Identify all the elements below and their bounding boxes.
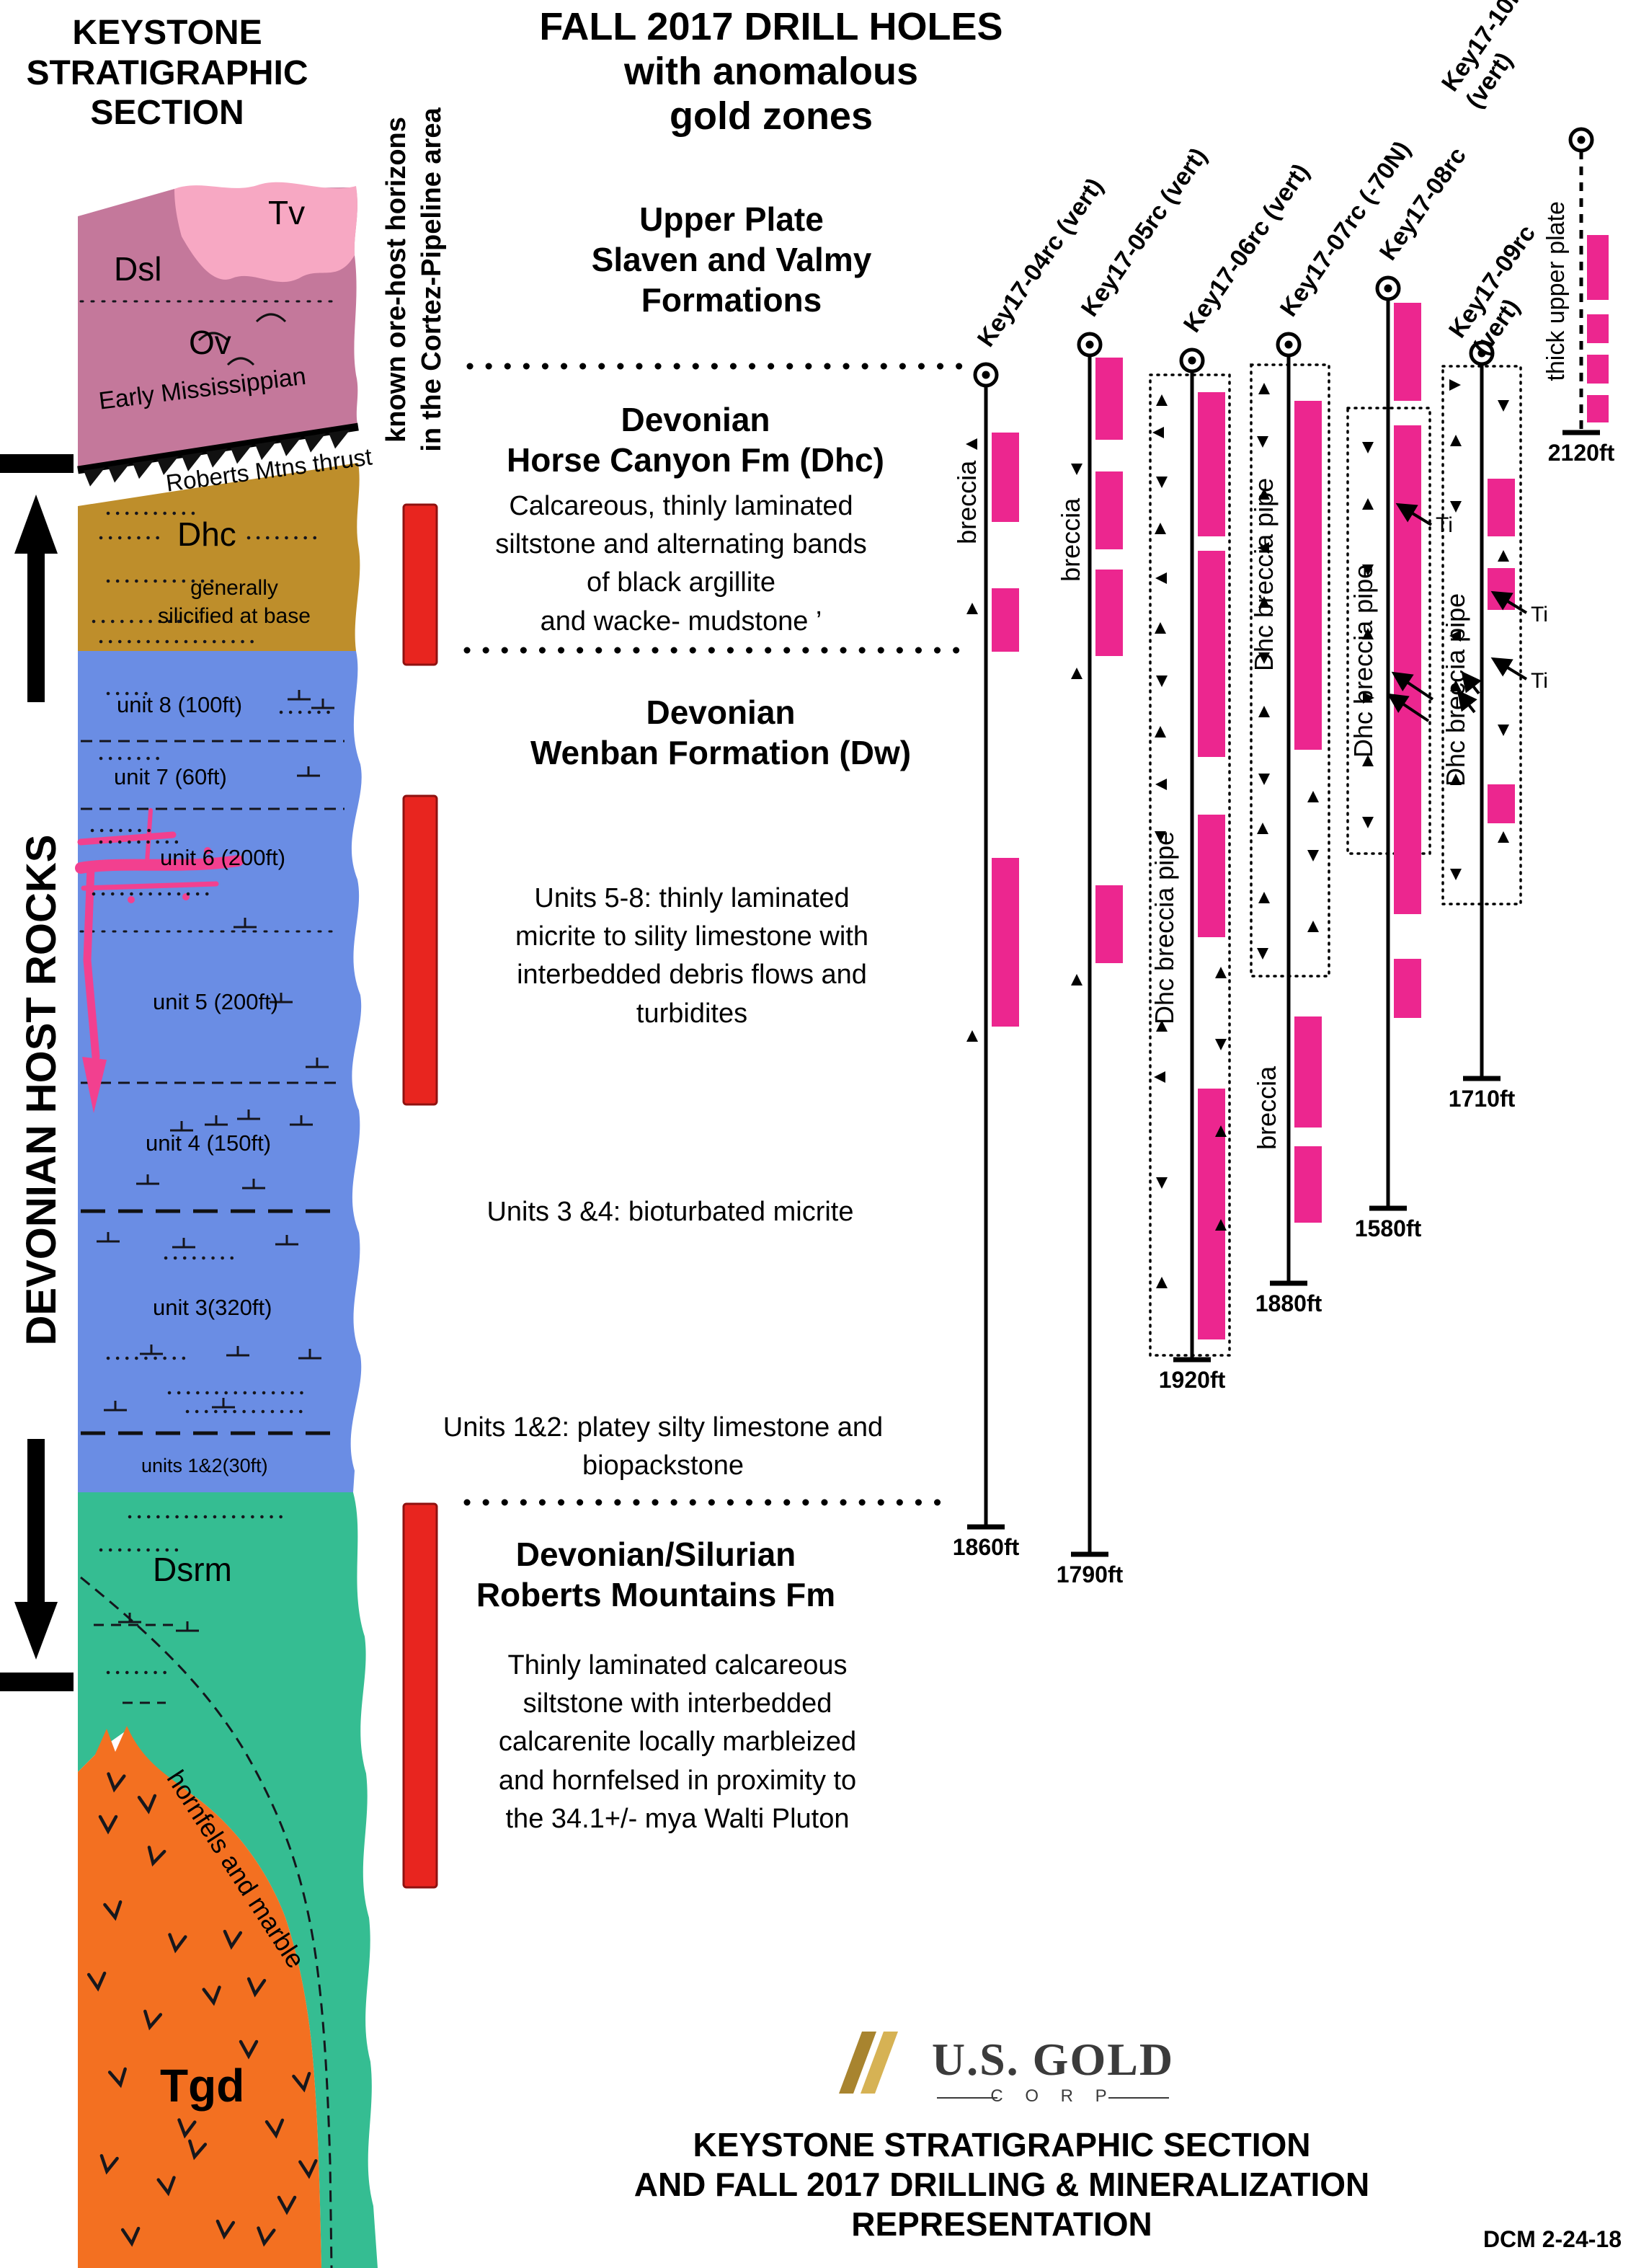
drill-annotation: breccia xyxy=(952,460,982,544)
wenban-title: Devonian Wenban Formation (Dw) xyxy=(530,694,912,772)
ti-label: Ti xyxy=(1436,513,1453,537)
unit4-label: unit 4 (150ft) xyxy=(146,1130,272,1156)
drill-hole-depth: 1580ft xyxy=(1354,1215,1422,1241)
dhc-title: Devonian Horse Canyon Fm (Dhc) xyxy=(507,401,884,479)
roberts-mountains-description: Thinly laminated calcareous siltstone wi… xyxy=(498,1650,857,1834)
footer-note: DCM 2-24-18 xyxy=(1482,2226,1622,2252)
drill-hole-label: Key17-10rc (vert) xyxy=(1436,0,1534,114)
drill-hole-label: Key17-05rc (vert) xyxy=(1075,143,1213,322)
brand-sub: C O R P xyxy=(990,2086,1116,2106)
dsrm-unit-shape xyxy=(78,1492,378,2268)
unit5-label: unit 5 (200ft) xyxy=(153,989,279,1014)
drill-hole-depth: 1920ft xyxy=(1158,1367,1226,1393)
units-3-4-description: Units 3 &4: bioturbated micrite xyxy=(486,1197,854,1227)
drill-hole-depth: 2120ft xyxy=(1547,440,1615,466)
tv-unit-shape xyxy=(174,182,357,283)
dhc-label: Dhc xyxy=(177,515,236,553)
drill-annotation: Dhc breccia pipe xyxy=(1348,564,1379,758)
drill-annotation: thick upper plate xyxy=(1542,201,1570,381)
ti-label: Ti xyxy=(1531,669,1548,693)
drill-hole-Key17-04rc (vert) xyxy=(966,362,1019,1530)
dhc-description: Calcareous, thinly laminated siltstone a… xyxy=(495,491,867,637)
units-1-2-description: Units 1&2: platey silty limestone and bi… xyxy=(443,1412,884,1481)
drill-annotation: Dhc breccia pipe xyxy=(1249,477,1279,671)
upper-plate-title: Upper Plate Slaven and Valmy Formations xyxy=(591,200,872,319)
unit7-label: unit 7 (60ft) xyxy=(114,764,227,789)
drill-hole-label: Key17-04rc (vert) xyxy=(972,173,1109,353)
brand-name: U.S. GOLD xyxy=(931,2034,1175,2085)
roberts-mountains-title: Devonian/Silurian Roberts Mountains Fm xyxy=(476,1536,836,1614)
dsl-label: Dsl xyxy=(114,250,162,288)
down-arrow xyxy=(14,1439,58,1660)
unit3-label: unit 3(320ft) xyxy=(153,1295,272,1320)
units12-label: units 1&2(30ft) xyxy=(141,1455,268,1476)
ore-host-bar xyxy=(402,794,438,1106)
silicified-label: generally silicified at base xyxy=(158,576,311,628)
igneous-intrusion xyxy=(75,808,244,1113)
drill-annotation: breccia xyxy=(1056,497,1086,582)
ov-label: Ov xyxy=(189,324,231,361)
drill-annotation: Dhc breccia pipe xyxy=(1150,830,1180,1024)
drill-hole-Key17-10rc xyxy=(1562,127,1609,435)
us-gold-logo-mark xyxy=(861,2032,898,2094)
drill-hole-Key17-07rc (-70N) xyxy=(1250,332,1330,1286)
us-gold-logo-mark xyxy=(839,2032,876,2094)
drill-hole-Key17-06rc (vert) xyxy=(1149,347,1231,1363)
devonian-extent-bar-bottom xyxy=(0,1673,74,1691)
drill-hole-depth: 1880ft xyxy=(1255,1290,1322,1316)
footer-caption: KEYSTONE STRATIGRAPHIC SECTION AND FALL … xyxy=(633,2126,1370,2243)
up-arrow xyxy=(14,495,58,702)
tgd-label: Tgd xyxy=(160,2060,245,2112)
drill-hole-Key17-08rc xyxy=(1346,275,1434,1211)
unit8-label: unit 8 (100ft) xyxy=(117,692,243,717)
main-title: FALL 2017 DRILL HOLES with anomalous gol… xyxy=(539,5,1003,138)
ov-symbols xyxy=(197,313,287,366)
ore-host-bar xyxy=(402,1502,438,1889)
drill-hole-depth: 1710ft xyxy=(1448,1086,1516,1112)
devonian-extent-bar-top xyxy=(0,454,74,473)
drill-hole-depth: 1860ft xyxy=(952,1534,1020,1560)
ore-host-bar xyxy=(402,503,438,666)
drill-annotation: Dhc breccia pipe xyxy=(1441,593,1471,787)
drill-hole-Key17-09rc (vert) xyxy=(1441,340,1528,1081)
left-title: KEYSTONE STRATIGRAPHIC SECTION xyxy=(26,14,308,133)
generated-graphics xyxy=(84,127,1609,2247)
ti-label: Ti xyxy=(1531,603,1548,626)
dhc-unit-shape xyxy=(78,463,360,651)
units-5-8-description: Units 5-8: thinly laminated micrite to s… xyxy=(515,883,868,1029)
hornfels-boundary-line xyxy=(80,1576,333,2268)
drill-hole-depth: 1790ft xyxy=(1056,1562,1124,1587)
unit6-label: unit 6 (200ft) xyxy=(160,845,286,870)
drill-hole-Key17-05rc (vert) xyxy=(1071,332,1123,1557)
dsrm-label: Dsrm xyxy=(153,1551,232,1588)
roberts-thrust-line xyxy=(77,422,359,474)
drill-annotation: breccia xyxy=(1252,1066,1282,1150)
tgd-unit-shape xyxy=(78,1726,321,2268)
tv-label: Tv xyxy=(268,194,306,231)
